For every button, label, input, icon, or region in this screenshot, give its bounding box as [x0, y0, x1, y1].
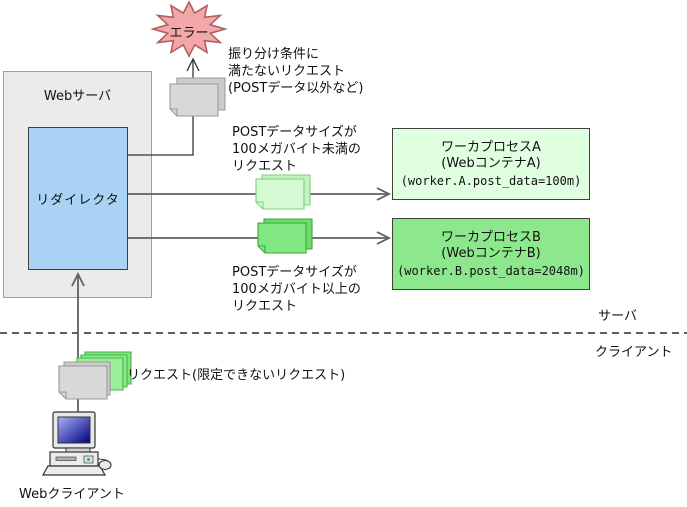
large-request-docs-icon	[257, 218, 313, 254]
small-request-docs-icon	[255, 174, 311, 210]
large-request-note: POSTデータサイズが 100メガバイト以上の リクエスト	[232, 265, 361, 314]
error-condition-note: 振り分け条件に 満たないリクエスト (POSTデータ以外など)	[228, 47, 364, 96]
unmatched-request-docs-icon	[169, 77, 226, 117]
worker-a-title: ワーカプロセスA	[441, 139, 541, 155]
client-request-docs-icon	[58, 351, 132, 400]
client-request-note: リクエスト(限定できないリクエスト)	[127, 368, 346, 383]
web-client-computer-icon	[41, 411, 112, 476]
web-server-label: Webサーバ	[43, 89, 112, 104]
worker-b-container: (WebコンテナB)	[441, 245, 541, 261]
error-label: エラー	[169, 26, 209, 41]
worker-b-config: (worker.B.post_data=2048m)	[397, 263, 585, 278]
client-zone-label: クライアント	[595, 345, 673, 360]
redirector-label: リダイレクタ	[36, 193, 120, 208]
worker-a-box: ワーカプロセスA (WebコンテナA) (worker.A.post_data=…	[392, 128, 590, 200]
server-zone-label: サーバ	[598, 309, 637, 324]
worker-a-config: (worker.A.post_data=100m)	[400, 173, 582, 188]
worker-b-title: ワーカプロセスB	[441, 229, 541, 245]
worker-b-box: ワーカプロセスB (WebコンテナB) (worker.B.post_data=…	[392, 218, 590, 290]
small-request-note: POSTデータサイズが 100メガバイト未満の リクエスト	[232, 125, 361, 174]
worker-a-container: (WebコンテナA)	[441, 155, 541, 171]
error-star-icon	[150, 0, 228, 58]
web-client-label: Webクライアント	[19, 487, 125, 502]
redirector-box: リダイレクタ	[28, 127, 128, 270]
